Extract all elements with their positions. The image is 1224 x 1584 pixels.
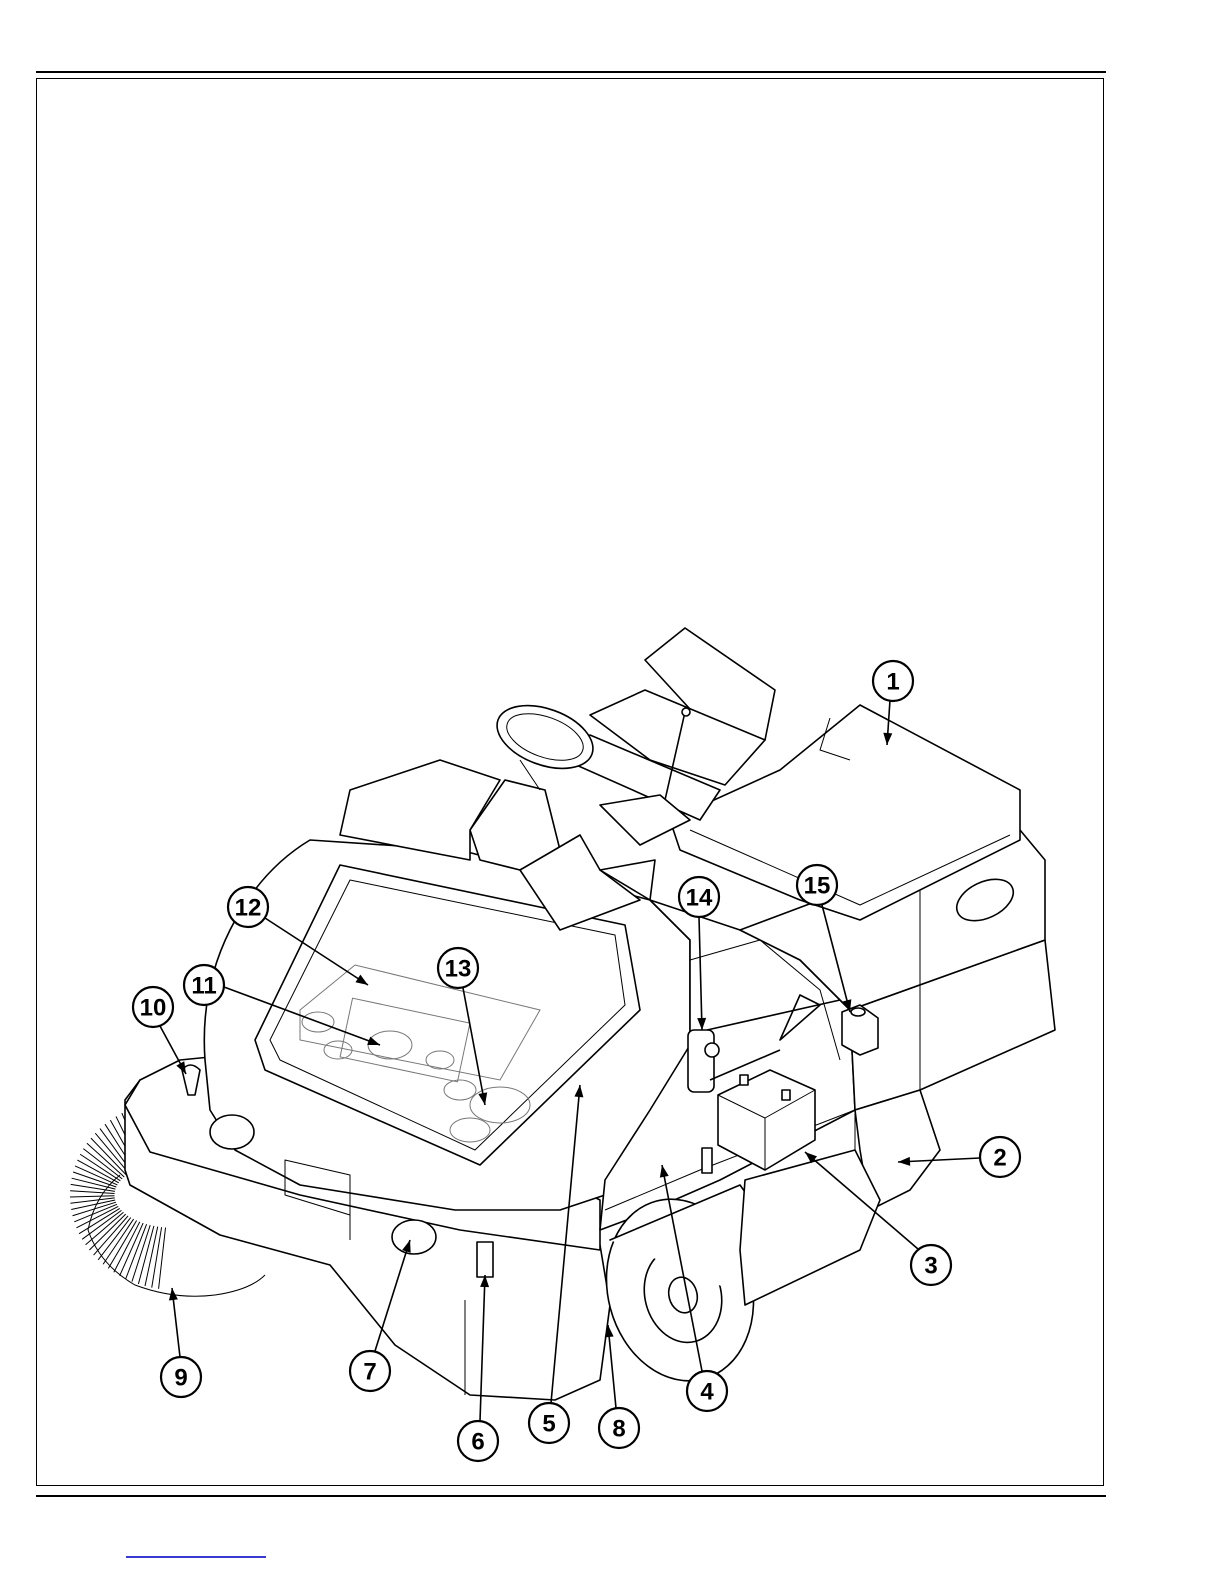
callout-3: 3 — [911, 1245, 951, 1285]
right-headlight — [392, 1220, 436, 1254]
callout-12-label: 12 — [235, 895, 262, 922]
callout-4-label: 4 — [700, 1379, 714, 1406]
callout-14-label: 14 — [686, 885, 713, 912]
callout-7: 7 — [350, 1351, 390, 1391]
callout-11: 11 — [184, 965, 224, 1005]
callout-7-label: 7 — [363, 1359, 376, 1386]
left-headlight — [210, 1115, 254, 1149]
broom-bristle — [70, 1196, 114, 1197]
callout-10-label: 10 — [140, 995, 167, 1022]
broom-bristle — [126, 1224, 147, 1279]
broom-bristle — [87, 1143, 124, 1177]
callout-1: 1 — [873, 661, 913, 701]
callout-14: 14 — [679, 877, 719, 917]
fuel-filter — [688, 1030, 719, 1092]
callout-12: 12 — [228, 887, 268, 927]
callout-2: 2 — [980, 1137, 1020, 1177]
callout-8-label: 8 — [612, 1416, 625, 1443]
callout-11-label: 11 — [191, 973, 216, 1000]
callout-9-label: 9 — [174, 1365, 187, 1392]
callout-1-label: 1 — [886, 669, 899, 696]
callout-8-leader-line — [608, 1325, 616, 1408]
callout-13: 13 — [438, 948, 478, 988]
callout-6: 6 — [458, 1421, 498, 1461]
callout-2-label: 2 — [993, 1145, 1006, 1172]
callout-9: 9 — [161, 1357, 201, 1397]
callout-3-label: 3 — [924, 1253, 937, 1280]
callout-5-label: 5 — [542, 1411, 555, 1438]
broom-bristle — [75, 1166, 117, 1185]
callout-8: 8 — [599, 1408, 639, 1448]
broom-bristle — [89, 1214, 125, 1250]
broom-bristle — [70, 1191, 114, 1194]
callout-10: 10 — [133, 987, 173, 1027]
callout-13-label: 13 — [445, 956, 472, 983]
callout-5: 5 — [529, 1403, 569, 1443]
callout-15-label: 15 — [804, 873, 831, 900]
callout-6-label: 6 — [471, 1429, 484, 1456]
callout-4: 4 — [687, 1371, 727, 1411]
broom-bristle — [70, 1198, 114, 1203]
broom-bristle — [71, 1184, 115, 1191]
broom-bristle — [120, 1223, 143, 1276]
callout-15: 15 — [797, 865, 837, 905]
